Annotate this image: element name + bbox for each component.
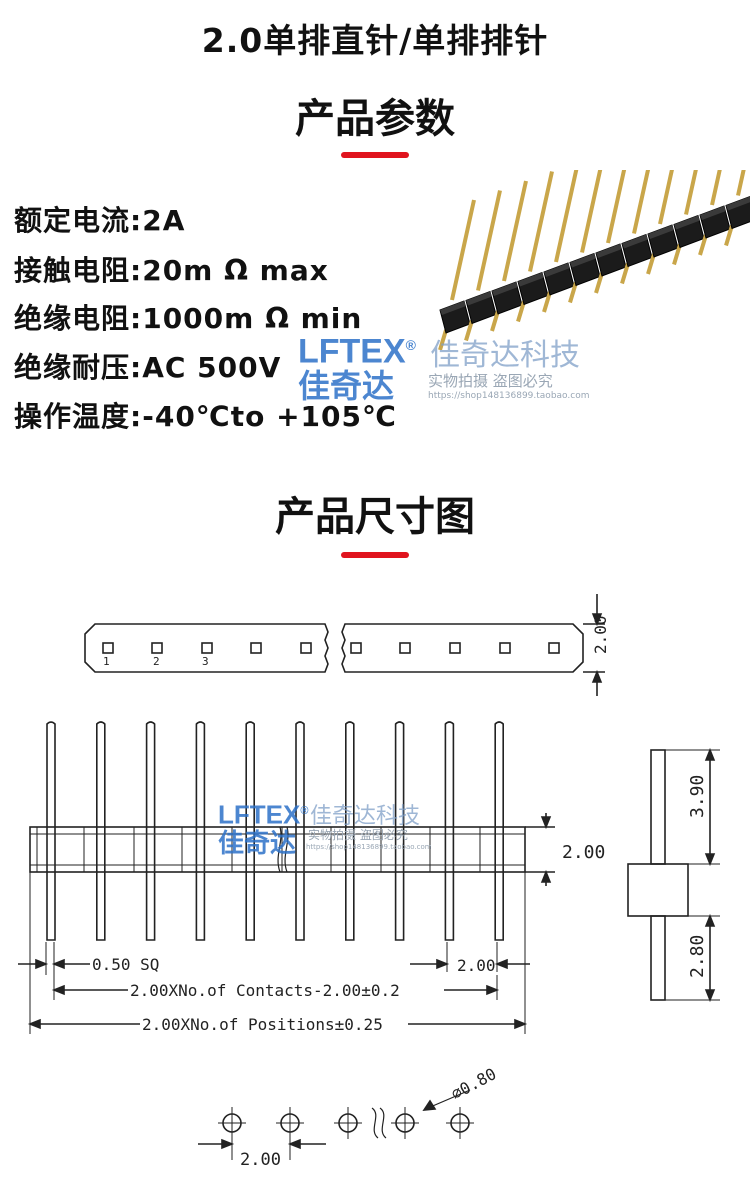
photo-pin-housing-top xyxy=(466,291,492,306)
photo-pin-housing-top xyxy=(492,282,518,296)
photo-pin-top xyxy=(632,170,651,234)
dim-hole-pitch: 2.00 xyxy=(240,1150,281,1170)
top-view-pin-square xyxy=(449,642,461,654)
pin-number-2: 2 xyxy=(153,655,160,668)
photo-pin-housing-top xyxy=(674,215,700,230)
photo-pin-top xyxy=(736,170,746,196)
photo-pin-housing-top xyxy=(648,225,674,239)
side-body xyxy=(627,863,689,917)
watermark-url: https://shop148136899.taobao.com xyxy=(428,391,590,401)
dim-side-top: 3.90 xyxy=(687,775,708,818)
front-pin xyxy=(96,721,106,941)
photo-pin-top xyxy=(528,171,554,272)
photo-pin-top xyxy=(606,170,627,244)
spec-contact-resistance: 接触电阻:20m Ω max xyxy=(14,254,329,287)
side-pin-bottom xyxy=(650,915,666,1001)
photo-pin-housing-top xyxy=(570,253,596,268)
front-pin xyxy=(145,721,156,941)
page-title: 2.0单排直针/单排排针 xyxy=(201,21,549,60)
photo-pin-top xyxy=(580,170,603,253)
top-view-pin-square xyxy=(499,642,511,654)
photo-pin-housing-top xyxy=(726,196,750,211)
photo-pin-housing-top xyxy=(544,263,570,277)
dim-body-height: 2.00 xyxy=(562,842,605,863)
spec-operating-temp: 操作温度:-40℃to +105℃ xyxy=(14,400,397,433)
spec-insulation-resistance: 绝缘电阻:1000m Ω min xyxy=(14,302,363,335)
photo-pin-top xyxy=(450,199,476,301)
top-view-pin-square xyxy=(250,642,262,654)
dims-heading: 产品尺寸图 xyxy=(275,494,475,540)
photo-pin-housing-top xyxy=(622,234,648,249)
dims-heading-underline xyxy=(341,552,409,558)
watermark-note: 实物拍摄 盗图必究 xyxy=(428,372,553,390)
photo-pin-bottom xyxy=(620,262,630,285)
photo-pin-top xyxy=(476,190,502,291)
front-pin xyxy=(345,721,355,941)
photo-pin-bottom xyxy=(724,224,734,247)
top-view-pin-square xyxy=(300,642,312,654)
front-pin xyxy=(394,721,405,941)
spec-current: 额定电流:2A xyxy=(14,204,186,237)
front-pin xyxy=(46,721,56,941)
watermark-drawing-note: 实物拍摄 盗图必究 xyxy=(308,828,408,842)
photo-pin-bottom xyxy=(646,253,656,275)
top-view-pin-square xyxy=(201,642,213,654)
dim-pin-size: 0.50 SQ xyxy=(92,955,159,974)
photo-pin-bottom xyxy=(516,300,526,323)
top-view-left xyxy=(84,623,329,673)
photo-pin-bottom xyxy=(594,272,604,294)
spec-withstand-voltage: 绝缘耐压:AC 500V xyxy=(14,351,282,384)
watermark-top: LFTEX® 佳奇达 xyxy=(298,332,416,405)
top-view-pin-square xyxy=(102,642,114,654)
top-view-pin-square xyxy=(399,642,411,654)
photo-pin-bottom xyxy=(464,319,474,342)
side-pin-top xyxy=(650,749,666,865)
top-view-pin-square xyxy=(548,642,560,654)
watermark-company: 佳奇达科技 xyxy=(430,338,580,373)
dim-hole-dia: ⌀0.80 xyxy=(448,1064,499,1103)
photo-pin-bottom xyxy=(672,243,682,266)
front-pin xyxy=(494,721,504,941)
watermark-drawing-company: 佳奇达科技 xyxy=(310,804,421,829)
photo-pin-bottom xyxy=(490,310,500,332)
dimension-drawing: 1 2 3 2.00 2.00 0.50 SQ 2.00 2.00XNo.of … xyxy=(18,594,720,1170)
photo-pin-bottom xyxy=(698,234,708,256)
photo-pin-top xyxy=(502,180,528,282)
pin-number-3: 3 xyxy=(202,655,209,668)
front-pin xyxy=(444,721,455,941)
photo-pin-top xyxy=(684,170,698,215)
pin-header-photo xyxy=(438,170,750,350)
top-view-right xyxy=(341,623,584,673)
top-view-pin-square xyxy=(350,642,362,654)
photo-pin-housing-top xyxy=(518,272,544,287)
photo-pin-bottom xyxy=(568,281,578,304)
front-pin xyxy=(195,721,206,941)
dim-positions: 2.00XNo.of Positions±0.25 xyxy=(142,1015,383,1034)
photo-pin-top xyxy=(554,170,579,263)
front-pin xyxy=(295,721,305,941)
dim-side-bottom: 2.80 xyxy=(687,935,708,978)
photo-pin-bottom xyxy=(438,329,448,350)
photo-pin-bottom xyxy=(542,291,552,313)
watermark-drawing: LFTEX® 佳奇达 xyxy=(218,799,309,858)
dim-top-height: 2.00 xyxy=(591,615,610,654)
dim-contacts: 2.00XNo.of Contacts-2.00±0.2 xyxy=(130,981,400,1000)
front-pin xyxy=(245,721,255,941)
watermark-drawing-url: https://shop148136899.taobao.com xyxy=(306,843,432,851)
photo-pin-top xyxy=(710,170,722,206)
photo-pin-housing-top xyxy=(440,301,466,315)
top-view-pin-square xyxy=(151,642,163,654)
params-heading-underline xyxy=(341,152,409,158)
photo-pin-top xyxy=(658,170,674,225)
photo-pin-housing-top xyxy=(596,244,622,258)
pin-number-1: 1 xyxy=(103,655,110,668)
params-heading: 产品参数 xyxy=(295,96,455,142)
photo-pin-housing-top xyxy=(700,206,726,220)
front-body xyxy=(29,826,526,873)
dim-pitch: 2.00 xyxy=(457,956,496,975)
